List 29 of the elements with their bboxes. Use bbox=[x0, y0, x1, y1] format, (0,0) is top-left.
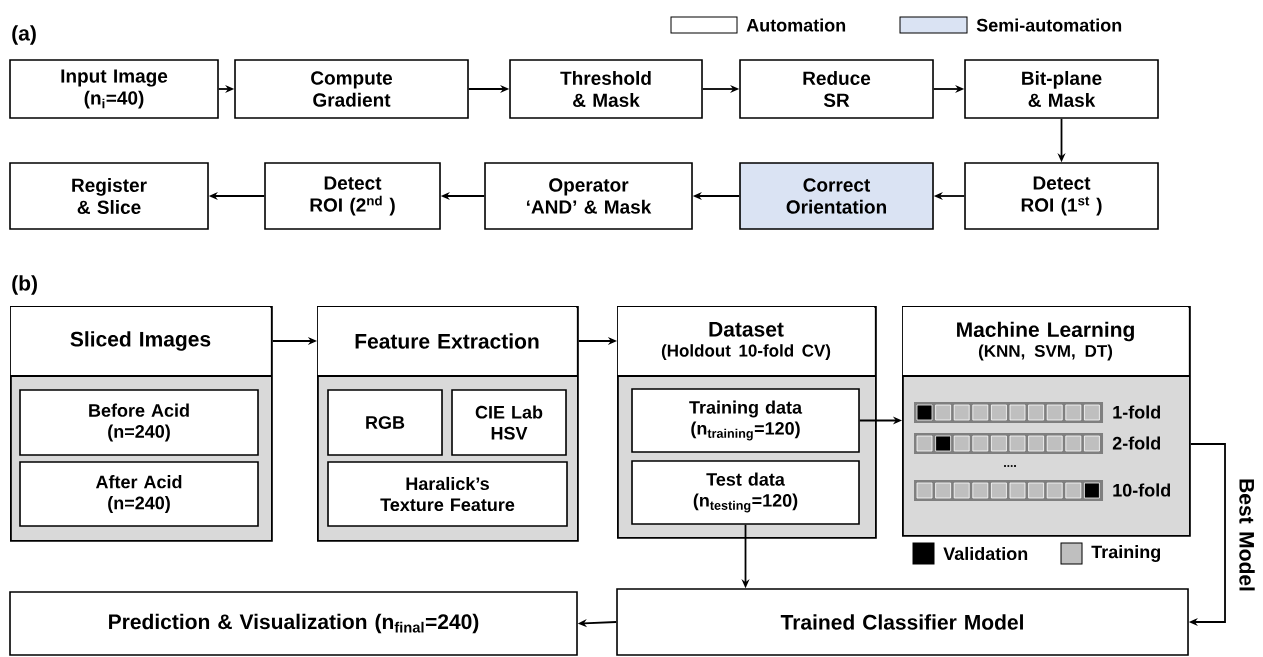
feature-box: Haralick’s Texture Feature bbox=[327, 461, 568, 527]
panel-label: (b) bbox=[12, 275, 37, 295]
process-box: Bit-plane & Mask bbox=[964, 59, 1159, 119]
process-box: Operator ‘AND’ & Mask bbox=[484, 162, 693, 230]
feature-box: RGB bbox=[327, 389, 443, 456]
process-box: Detect ROI (1$^{st}$ ) bbox=[964, 162, 1159, 230]
ellipsis: .... bbox=[1004, 465, 1016, 467]
legend-label: Validation bbox=[943, 546, 1028, 561]
process-box: Register & Slice bbox=[9, 162, 209, 230]
fold-label: 10-fold bbox=[1113, 483, 1171, 497]
process-box: Reduce SR bbox=[739, 59, 934, 119]
group-box: After Acid (n=240) bbox=[19, 461, 259, 527]
legend-label: Automation bbox=[746, 18, 846, 32]
data-box: Training data (n$_{training}$=120) bbox=[631, 388, 860, 453]
edge-label: Best Model bbox=[1239, 479, 1255, 591]
process-box: Trained Classifier Model bbox=[616, 588, 1189, 656]
group-box: Before Acid (n=240) bbox=[19, 389, 259, 456]
process-box: Correct Orientation bbox=[739, 162, 934, 230]
legend-label: Training bbox=[1091, 545, 1160, 562]
process-box: Prediction & Visualization (n$_{final}$=240) bbox=[9, 591, 578, 656]
process-box: Compute Gradient bbox=[234, 59, 469, 119]
legend-label: Semi-automation bbox=[976, 18, 1122, 32]
process-box: Threshold & Mask bbox=[509, 59, 703, 119]
feature-box: CIE Lab HSV bbox=[451, 389, 567, 456]
process-box: Input Image (n$_{i}$=40) bbox=[9, 59, 219, 119]
fold-label: 2-fold bbox=[1112, 436, 1161, 450]
fold-label: 1-fold bbox=[1113, 405, 1161, 419]
process-box: Detect ROI (2$^{nd}$ ) bbox=[264, 162, 441, 230]
data-box: Test data (n$_{testing}$=120) bbox=[631, 460, 860, 525]
